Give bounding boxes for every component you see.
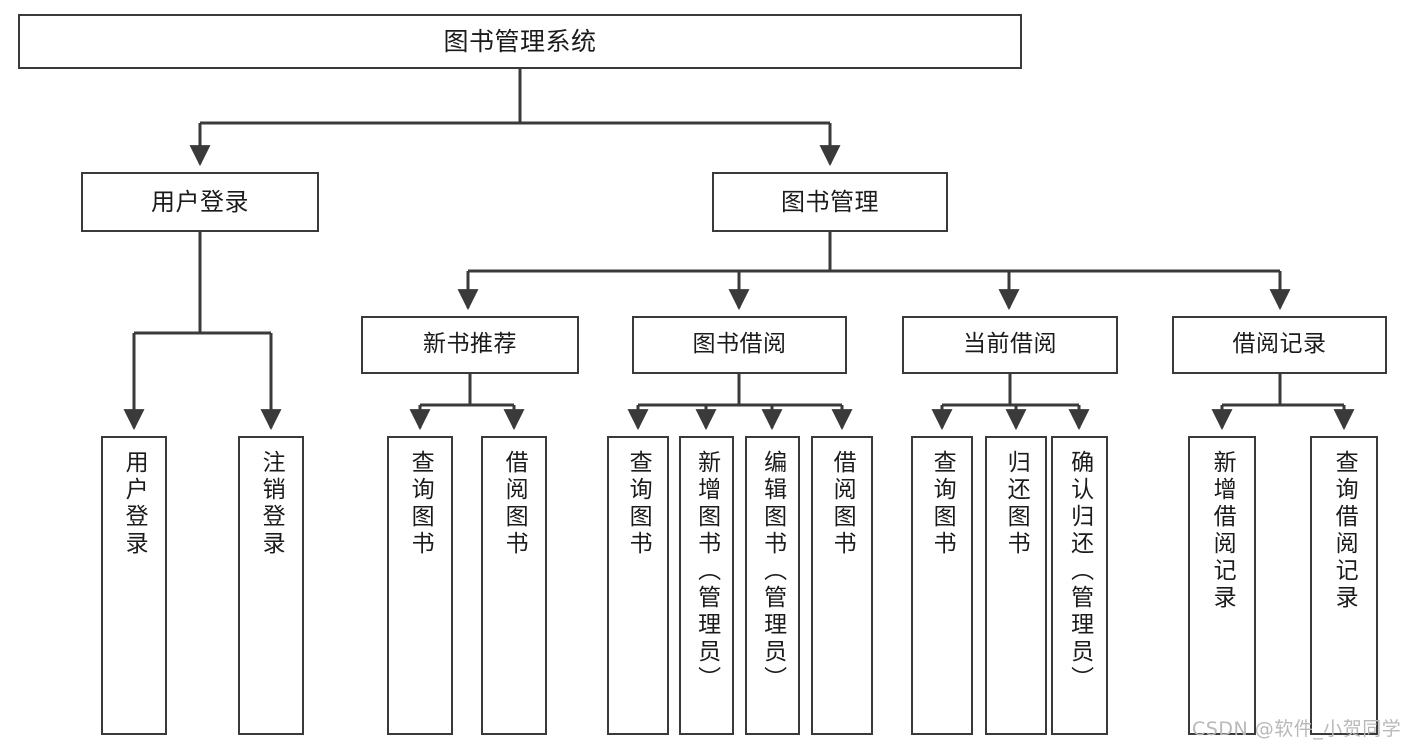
- node-leaf-logout-label: 注销登录: [258, 450, 285, 558]
- node-leaf-confirm-return[interactable]: 确认归还（管理员）: [1051, 436, 1108, 735]
- node-book-borrow-label: 图书借阅: [692, 331, 787, 358]
- csdn-watermark: CSDN @软件_小贺同学: [1192, 718, 1402, 740]
- node-leaf-borrow-book-1[interactable]: 借阅图书: [481, 436, 547, 735]
- node-leaf-edit-book-label: 编辑图书（管理员）: [759, 450, 786, 693]
- node-leaf-query-book-2[interactable]: 查询图书: [607, 436, 669, 735]
- node-leaf-add-record-label: 新增借阅记录: [1209, 450, 1236, 612]
- node-borrow-record[interactable]: 借阅记录: [1172, 316, 1387, 374]
- node-book-manage-label: 图书管理: [781, 187, 879, 216]
- node-leaf-borrow-book-1-label: 借阅图书: [501, 450, 528, 558]
- node-leaf-query-book-3[interactable]: 查询图书: [911, 436, 973, 735]
- node-root-label: 图书管理系统: [443, 26, 597, 56]
- node-leaf-query-record-label: 查询借阅记录: [1331, 450, 1358, 612]
- node-new-book-recommend-label: 新书推荐: [423, 331, 517, 358]
- node-leaf-user-login-label: 用户登录: [121, 450, 148, 558]
- node-leaf-query-record[interactable]: 查询借阅记录: [1310, 436, 1378, 735]
- node-leaf-query-book-1[interactable]: 查询图书: [387, 436, 453, 735]
- node-new-book-recommend[interactable]: 新书推荐: [361, 316, 579, 374]
- node-leaf-borrow-book-2[interactable]: 借阅图书: [811, 436, 873, 735]
- node-leaf-add-book-label: 新增图书（管理员）: [693, 450, 720, 693]
- node-current-borrow-label: 当前借阅: [963, 331, 1057, 358]
- node-current-borrow[interactable]: 当前借阅: [902, 316, 1118, 374]
- node-leaf-borrow-book-2-label: 借阅图书: [829, 450, 856, 558]
- node-leaf-confirm-return-label: 确认归还（管理员）: [1066, 450, 1093, 693]
- node-root[interactable]: 图书管理系统: [18, 14, 1022, 69]
- node-leaf-return-book[interactable]: 归还图书: [985, 436, 1047, 735]
- node-leaf-add-record[interactable]: 新增借阅记录: [1188, 436, 1256, 735]
- node-leaf-user-login[interactable]: 用户登录: [101, 436, 167, 735]
- node-leaf-query-book-1-label: 查询图书: [407, 450, 434, 558]
- node-user-login[interactable]: 用户登录: [81, 172, 319, 232]
- node-leaf-query-book-3-label: 查询图书: [929, 450, 956, 558]
- node-leaf-add-book[interactable]: 新增图书（管理员）: [679, 436, 734, 735]
- node-leaf-logout[interactable]: 注销登录: [238, 436, 304, 735]
- node-user-login-label: 用户登录: [151, 187, 249, 216]
- node-leaf-edit-book[interactable]: 编辑图书（管理员）: [745, 436, 800, 735]
- node-leaf-query-book-2-label: 查询图书: [625, 450, 652, 558]
- node-book-borrow[interactable]: 图书借阅: [632, 316, 847, 374]
- node-leaf-return-book-label: 归还图书: [1003, 450, 1030, 558]
- node-book-manage[interactable]: 图书管理: [712, 172, 948, 232]
- node-borrow-record-label: 借阅记录: [1232, 331, 1327, 358]
